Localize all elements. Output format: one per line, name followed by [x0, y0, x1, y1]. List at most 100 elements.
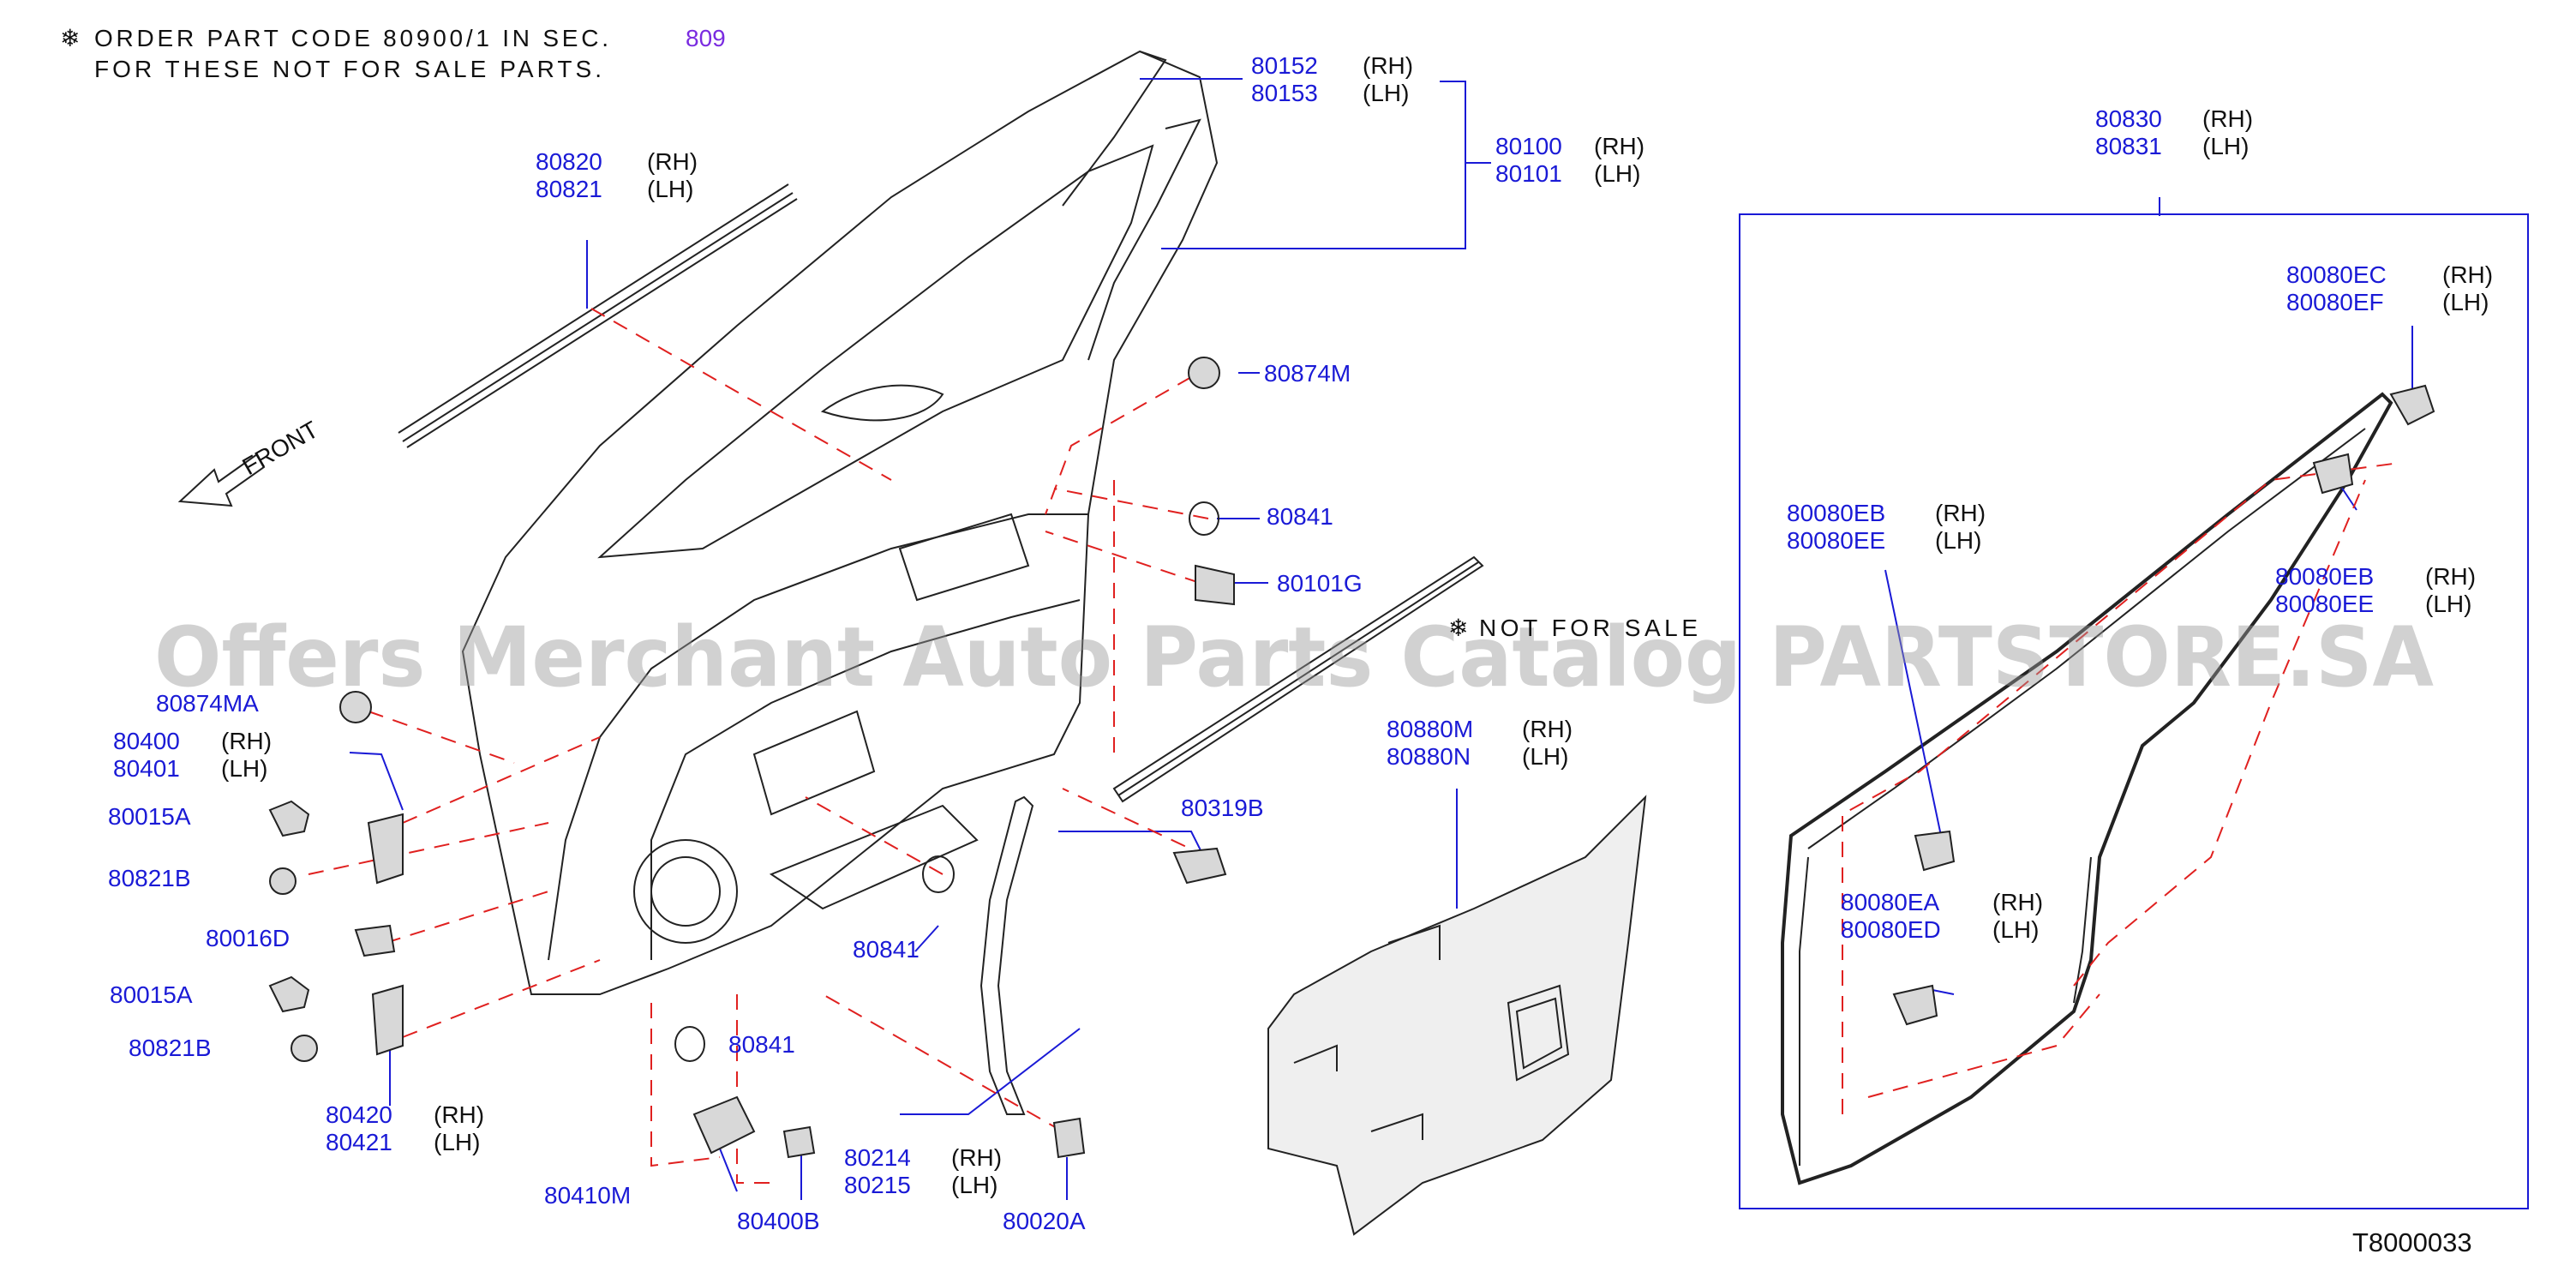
- window-guide-channel: [979, 795, 1034, 1115]
- part-80101-link[interactable]: 80101: [1495, 160, 1562, 187]
- clip-80080EC-icon: [2389, 384, 2435, 426]
- part-80421-link[interactable]: 80421: [326, 1129, 392, 1155]
- part-80080EC-link[interactable]: 80080EC: [2286, 261, 2387, 288]
- part-80841-link[interactable]: 80841: [1267, 503, 1333, 530]
- part-80820-link[interactable]: 80820: [536, 148, 602, 175]
- bolt-80015A-bottom-icon: [268, 975, 310, 1013]
- part-80880M-link[interactable]: 80880M: [1387, 716, 1473, 742]
- side-rh-label: (RH): [2425, 563, 2476, 590]
- check-link-80410M-icon: [692, 1095, 756, 1155]
- part-80401-link[interactable]: 80401: [113, 755, 180, 782]
- side-rh-label: (RH): [1935, 500, 1986, 526]
- section-809-link[interactable]: 809: [686, 25, 726, 51]
- body-weatherstrip: [1781, 392, 2393, 1185]
- side-lh-label: (LH): [1363, 80, 1409, 106]
- side-rh-label: (RH): [2442, 261, 2493, 288]
- not-for-sale-label: NOT FOR SALE: [1479, 615, 1698, 641]
- part-80874M-link[interactable]: 80874M: [1264, 360, 1351, 387]
- side-lh-label: (LH): [1594, 160, 1640, 187]
- part-80215-link[interactable]: 80215: [844, 1172, 911, 1198]
- side-lh-label: (LH): [2202, 133, 2249, 159]
- diagram-code: T8000033: [2352, 1227, 2472, 1257]
- bumper-80101G-icon: [1195, 564, 1235, 606]
- side-rh-label: (RH): [647, 148, 698, 175]
- part-80821-link[interactable]: 80821: [536, 176, 602, 202]
- part-80831-link[interactable]: 80831: [2095, 133, 2162, 159]
- part-80214-link[interactable]: 80214: [844, 1144, 911, 1171]
- part-80821B-lower-link[interactable]: 80821B: [129, 1035, 212, 1061]
- side-lh-label: (LH): [434, 1129, 480, 1155]
- bolt-80400B-icon: [782, 1125, 816, 1159]
- door-trim-panel: [1267, 795, 1647, 1236]
- header-note: ❄ ORDER PART CODE 80900/1 IN SEC. FOR TH…: [60, 25, 726, 82]
- bolt-80016D-icon: [354, 924, 396, 957]
- side-lh-label: (LH): [2442, 289, 2489, 315]
- bolt-80020A-icon: [1052, 1117, 1086, 1159]
- side-lh-label: (LH): [1935, 527, 1981, 554]
- part-80841-lower-link[interactable]: 80841: [728, 1031, 795, 1058]
- plug-80841-mid-icon: [922, 855, 955, 893]
- part-80400B-link[interactable]: 80400B: [737, 1208, 820, 1234]
- part-80080EF-link[interactable]: 80080EF: [2286, 289, 2384, 315]
- plug-80841-bottom-icon: [674, 1026, 705, 1062]
- asterisk-icon: ❄: [1448, 615, 1468, 641]
- part-80015A-link[interactable]: 80015A: [108, 803, 191, 830]
- side-rh-label: (RH): [1992, 889, 2043, 915]
- window-run-strip: [398, 183, 798, 448]
- watermark: Offers Merchant Auto Parts Catalog PARTS…: [154, 609, 2434, 705]
- part-80080EB-right-link[interactable]: 80080EB: [2275, 563, 2374, 590]
- nut-80821B-top-icon: [269, 867, 297, 895]
- grommet-80874MA-icon: [339, 691, 372, 723]
- side-lh-label: (LH): [1522, 743, 1568, 770]
- part-80410M-link[interactable]: 80410M: [544, 1182, 631, 1209]
- part-80152-link[interactable]: 80152: [1251, 52, 1318, 79]
- side-rh-label: (RH): [434, 1101, 484, 1128]
- side-rh-label: (RH): [2202, 105, 2253, 132]
- grommet-80874M-icon: [1188, 357, 1220, 389]
- bolt-80015A-top-icon: [268, 800, 310, 837]
- side-lh-label: (LH): [221, 755, 267, 782]
- part-80020A-link[interactable]: 80020A: [1003, 1208, 1086, 1234]
- front-arrow-icon: [177, 453, 266, 507]
- side-rh-label: (RH): [951, 1144, 1002, 1171]
- part-80880N-link[interactable]: 80880N: [1387, 743, 1471, 770]
- clip-80319B-icon: [1172, 847, 1227, 885]
- front-label: FRONT: [238, 416, 323, 480]
- part-80841-mid-link[interactable]: 80841: [853, 936, 920, 963]
- outer-weatherstrip: [1112, 555, 1484, 803]
- part-80153-link[interactable]: 80153: [1251, 80, 1318, 106]
- clip-80080EB-icon: [2312, 453, 2354, 495]
- side-lh-label: (LH): [647, 176, 693, 202]
- part-80016D-link[interactable]: 80016D: [206, 925, 290, 951]
- part-80080EA-link[interactable]: 80080EA: [1841, 889, 1940, 915]
- front-direction: FRONT: [177, 416, 323, 507]
- part-80821B-link[interactable]: 80821B: [108, 865, 191, 891]
- side-lh-label: (LH): [1992, 916, 2039, 943]
- part-80100-link[interactable]: 80100: [1495, 133, 1562, 159]
- part-80101G-link[interactable]: 80101G: [1277, 570, 1363, 597]
- part-80015A-lower-link[interactable]: 80015A: [110, 981, 193, 1008]
- plug-80841-icon: [1189, 501, 1219, 536]
- side-rh-label: (RH): [221, 728, 272, 754]
- part-80420-link[interactable]: 80420: [326, 1101, 392, 1128]
- part-80319B-link[interactable]: 80319B: [1181, 795, 1264, 821]
- clip-80080EA-icon: [1892, 984, 1938, 1026]
- explode-lines: [308, 308, 2400, 1184]
- part-80080ED-link[interactable]: 80080ED: [1841, 916, 1941, 943]
- part-80080EB-link[interactable]: 80080EB: [1787, 500, 1885, 526]
- part-80400-link[interactable]: 80400: [113, 728, 180, 754]
- hinge-80420-icon: [371, 984, 404, 1056]
- not-for-sale-note: ❄ NOT FOR SALE: [1448, 615, 1698, 641]
- part-80874MA-link[interactable]: 80874MA: [156, 690, 259, 717]
- side-lh-label: (LH): [2425, 591, 2471, 617]
- header-note-line2: FOR THESE NOT FOR SALE PARTS.: [94, 56, 602, 82]
- part-80080EE-right-link[interactable]: 80080EE: [2275, 591, 2374, 617]
- part-80830-link[interactable]: 80830: [2095, 105, 2162, 132]
- part-80080EE-link[interactable]: 80080EE: [1787, 527, 1885, 554]
- asterisk-icon: ❄: [60, 25, 80, 51]
- side-rh-label: (RH): [1522, 716, 1573, 742]
- door-shell-drawing: [461, 50, 1219, 995]
- clip-80080EB-lower-icon: [1914, 830, 1956, 872]
- leader-lines: [349, 78, 2529, 1209]
